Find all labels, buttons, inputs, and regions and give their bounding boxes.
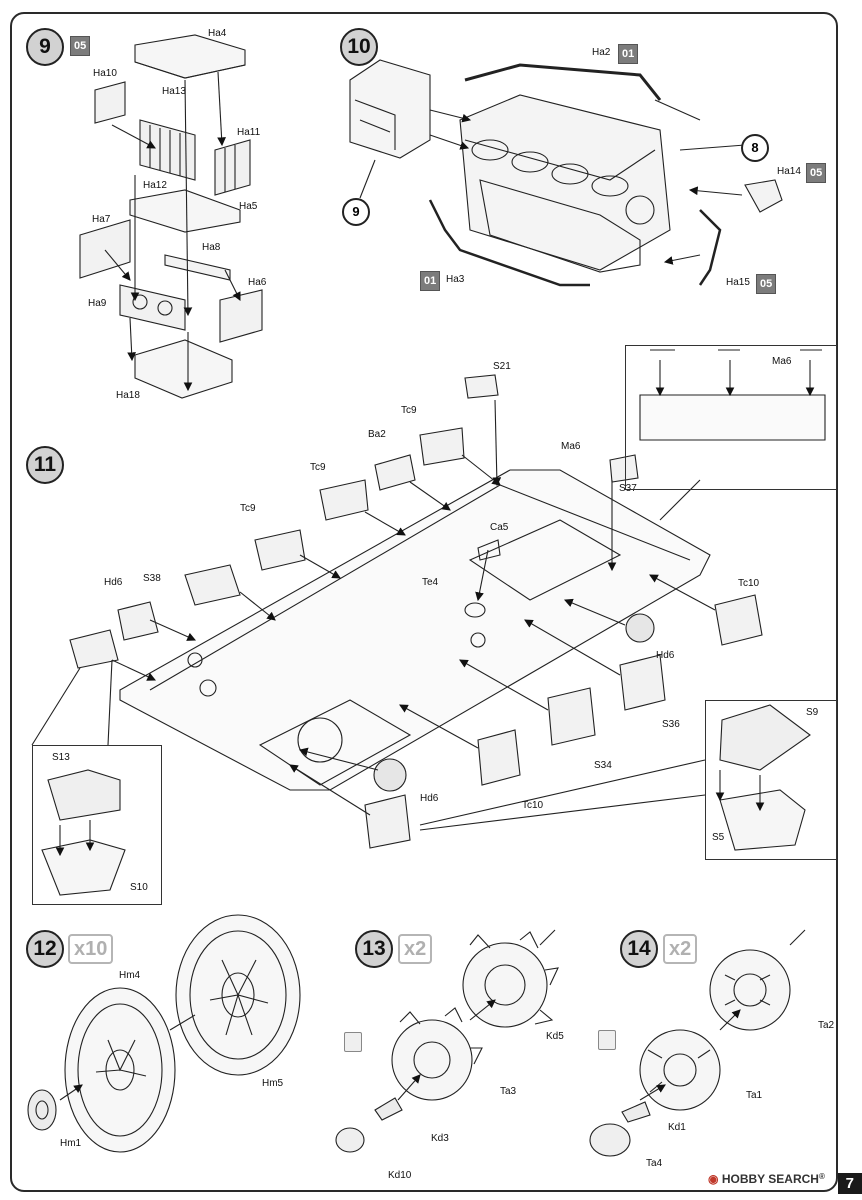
part-label: Ha15 xyxy=(726,277,750,288)
step-10-number: 10 xyxy=(340,28,378,66)
part-label: Ca5 xyxy=(490,522,509,533)
part-label: Tc9 xyxy=(240,503,256,514)
step10-drawing xyxy=(349,59,783,287)
watermark-symbol: ® xyxy=(818,1172,825,1181)
page-number: 7 xyxy=(837,1173,862,1194)
step-9-number: 9 xyxy=(26,28,64,66)
part-label: Kd10 xyxy=(388,1170,412,1181)
watermark-logo-icon: ◉ xyxy=(708,1172,719,1186)
part-badge: 01 xyxy=(618,44,639,64)
part-label: Tc10 xyxy=(522,800,544,811)
part-badge: 01 xyxy=(420,271,441,291)
step11-drawing xyxy=(31,349,826,896)
glue-warning-icon xyxy=(344,1032,362,1052)
part-label: S34 xyxy=(594,760,612,771)
part-label: Hm5 xyxy=(262,1078,284,1089)
step-9-badge: 05 xyxy=(70,36,91,56)
part-label: Ha5 xyxy=(239,201,258,212)
watermark: ◉ HOBBY SEARCH® xyxy=(708,1172,825,1186)
part-label: Ha9 xyxy=(88,298,107,309)
step12-drawing xyxy=(27,914,301,1153)
part-badge: 05 xyxy=(756,274,777,294)
step9-drawing xyxy=(79,34,263,399)
callout-step-8: 8 xyxy=(741,134,769,162)
part-label: Tc10 xyxy=(738,578,760,589)
part-label: Ta1 xyxy=(746,1090,763,1101)
glue-warning-icon xyxy=(598,1030,616,1050)
part-label: Ma6 xyxy=(561,441,581,452)
part-label: Te4 xyxy=(422,577,439,588)
part-label: S36 xyxy=(662,719,680,730)
part-label: Ta3 xyxy=(500,1086,517,1097)
part-label: Kd3 xyxy=(431,1133,449,1144)
step-13-number: 13 xyxy=(355,930,393,968)
detail-box-ma6 xyxy=(625,345,837,490)
part-label: Kd5 xyxy=(546,1031,564,1042)
part-badge: 05 xyxy=(806,163,827,183)
step-12-multiplier: x10 xyxy=(68,934,114,964)
part-label: Ha3 xyxy=(446,274,465,285)
part-label: S13 xyxy=(52,752,70,763)
part-label: Hm4 xyxy=(119,970,141,981)
watermark-text: HOBBY SEARCH xyxy=(721,1172,819,1186)
part-label: S21 xyxy=(493,361,511,372)
part-label: S5 xyxy=(712,832,725,843)
part-label: Ha10 xyxy=(93,68,117,79)
part-label: Ba2 xyxy=(368,429,386,440)
detail-box-s9-s5 xyxy=(705,700,837,860)
step-13-multiplier: x2 xyxy=(398,934,433,964)
detail-box-s13-s10 xyxy=(32,745,162,905)
step-14-number: 14 xyxy=(620,930,658,968)
part-label: Hd6 xyxy=(420,793,439,804)
part-label: Tc9 xyxy=(310,462,326,473)
step-11-number: 11 xyxy=(26,446,64,484)
part-label: Hd6 xyxy=(104,577,123,588)
part-label: Ha18 xyxy=(116,390,140,401)
step14-drawing xyxy=(589,929,806,1157)
part-label: Ha4 xyxy=(208,28,227,39)
part-label: Kd1 xyxy=(668,1122,686,1133)
part-label: Ha2 xyxy=(592,47,611,58)
part-label: Ha11 xyxy=(237,127,261,138)
callout-step-9: 9 xyxy=(342,198,370,226)
step13-drawing xyxy=(335,929,559,1153)
part-label: Tc9 xyxy=(401,405,417,416)
part-label: Ta2 xyxy=(818,1020,835,1031)
part-label: Ha12 xyxy=(143,180,167,191)
part-label: S38 xyxy=(143,573,161,584)
part-label: Ha7 xyxy=(92,214,111,225)
part-label: Ta4 xyxy=(646,1158,663,1169)
part-label: S9 xyxy=(806,707,819,718)
part-label: Ha13 xyxy=(162,86,186,97)
page-frame xyxy=(10,12,838,1192)
part-label: Ma6 xyxy=(772,356,792,367)
step-12-number: 12 xyxy=(26,930,64,968)
part-label: S10 xyxy=(130,882,148,893)
part-label: Ha8 xyxy=(202,242,221,253)
part-label: Hm1 xyxy=(60,1138,82,1149)
part-label: S37 xyxy=(619,483,637,494)
step-14-multiplier: x2 xyxy=(663,934,698,964)
part-label: Hd6 xyxy=(656,650,675,661)
part-label: Ha14 xyxy=(777,166,801,177)
part-label: Ha6 xyxy=(248,277,267,288)
